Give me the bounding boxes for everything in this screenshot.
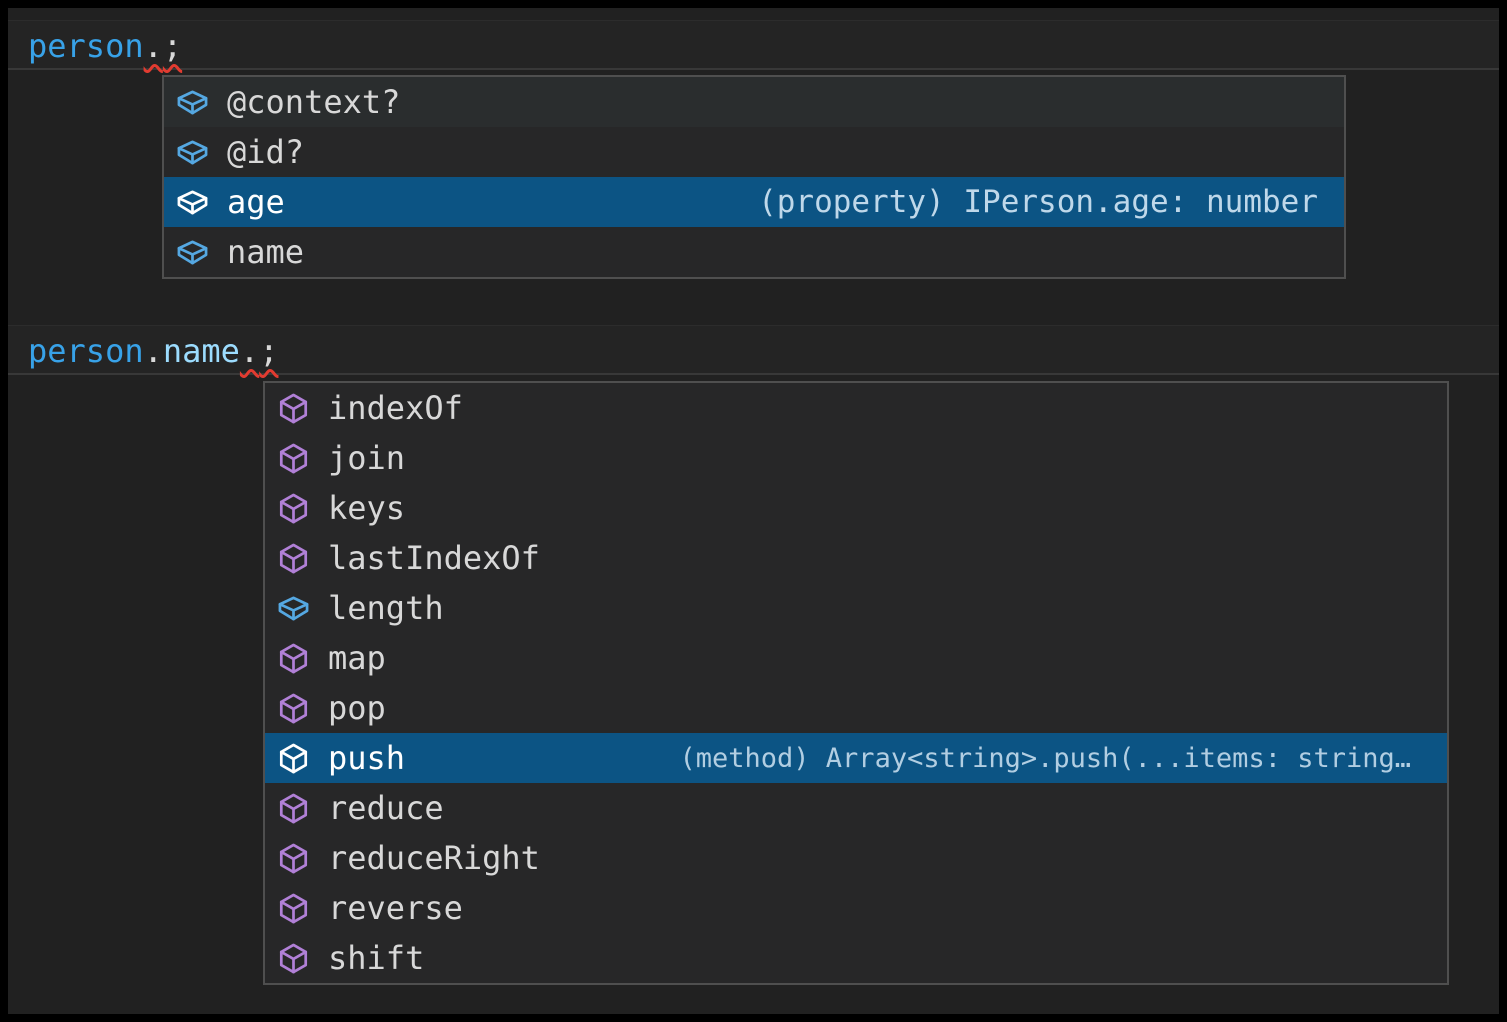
suggestion-item-join[interactable]: join: [265, 433, 1447, 483]
field-icon: [177, 239, 208, 265]
suggestion-label: lastIndexOf: [328, 539, 540, 577]
suggestion-label: shift: [328, 939, 425, 977]
suggestion-label: push: [328, 739, 406, 777]
suggestion-item-reduceright[interactable]: reduceRight: [265, 833, 1447, 883]
suggestion-label: map: [328, 639, 386, 677]
suggestion-label: join: [328, 439, 406, 477]
code-line-2[interactable]: person.name.;: [28, 328, 278, 374]
code-editor[interactable]: person.; @context? @id? age (property) I…: [8, 8, 1499, 1014]
method-icon: [279, 743, 308, 773]
field-icon: [278, 595, 309, 621]
method-icon: [279, 493, 308, 523]
code-token-semicolon-error: ;: [162, 27, 183, 65]
suggestion-label: reduceRight: [328, 839, 540, 877]
method-icon: [279, 843, 308, 873]
method-icon: [279, 643, 308, 673]
suggestion-item-push[interactable]: push (method) Array<string>.push(...item…: [265, 733, 1447, 783]
suggestion-label: age: [227, 183, 285, 221]
suggestion-item-pop[interactable]: pop: [265, 683, 1447, 733]
suggestion-item-keys[interactable]: keys: [265, 483, 1447, 533]
field-icon: [177, 89, 208, 115]
suggestion-item-name[interactable]: name: [164, 227, 1344, 277]
suggestion-item-reduce[interactable]: reduce: [265, 783, 1447, 833]
code-token-dot: .: [143, 332, 163, 370]
code-token-dot-error: .: [143, 27, 163, 65]
field-icon: [177, 189, 208, 215]
suggestion-item-id[interactable]: @id?: [164, 127, 1344, 177]
suggestion-label: reverse: [328, 889, 463, 927]
suggestion-label: name: [227, 233, 305, 271]
suggest-widget-person: @context? @id? age (property) IPerson.ag…: [162, 75, 1346, 279]
code-token-dot-error: .: [239, 332, 260, 370]
suggestion-item-map[interactable]: map: [265, 633, 1447, 683]
suggestion-item-length[interactable]: length: [265, 583, 1447, 633]
suggestion-item-indexof[interactable]: indexOf: [265, 383, 1447, 433]
suggestion-detail: (method) Array<string>.push(...items: st…: [679, 742, 1412, 774]
suggestion-label: pop: [328, 689, 386, 727]
suggestion-label: length: [328, 589, 444, 627]
code-token-name: name: [162, 332, 240, 370]
field-icon: [177, 139, 208, 165]
method-icon: [279, 793, 308, 823]
suggestion-item-context[interactable]: @context?: [164, 77, 1344, 127]
method-icon: [279, 693, 308, 723]
suggest-widget-name: indexOf join keys lastIndexOf length map: [263, 381, 1449, 985]
method-icon: [279, 943, 308, 973]
suggestion-label: indexOf: [328, 389, 463, 427]
method-icon: [279, 393, 308, 423]
suggestion-item-reverse[interactable]: reverse: [265, 883, 1447, 933]
code-token-person: person: [28, 27, 144, 65]
code-line-1[interactable]: person.;: [28, 23, 182, 69]
current-line-highlight: [8, 325, 1499, 375]
suggestion-item-age[interactable]: age (property) IPerson.age: number: [164, 177, 1344, 227]
code-token-semicolon-error: ;: [259, 332, 279, 370]
suggestion-label: @context?: [227, 83, 401, 121]
suggestion-item-lastindexof[interactable]: lastIndexOf: [265, 533, 1447, 583]
method-icon: [279, 543, 308, 573]
code-token-person: person: [28, 332, 144, 370]
suggestion-detail: (property) IPerson.age: number: [758, 184, 1318, 220]
suggestion-label: reduce: [328, 789, 444, 827]
method-icon: [279, 893, 308, 923]
current-line-highlight: [8, 20, 1499, 70]
suggestion-item-shift[interactable]: shift: [265, 933, 1447, 983]
suggestion-label: keys: [328, 489, 406, 527]
method-icon: [279, 443, 308, 473]
suggestion-label: @id?: [227, 133, 305, 171]
